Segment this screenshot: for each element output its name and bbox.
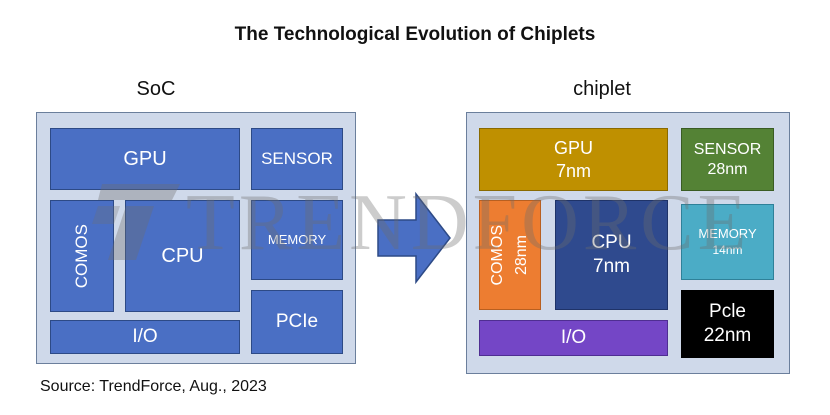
chiplet-sensor-node: 28nm [707,160,748,178]
soc-io-block: I/O [50,320,240,354]
source-caption: Source: TrendForce, Aug., 2023 [40,378,267,395]
chiplet-io-block: I/O [479,320,668,356]
soc-comos-label: COMOS [72,223,92,289]
chiplet-cpu-label: CPU [591,232,632,254]
chiplet-memory-block: MEMORY 14nm [681,204,774,280]
chiplet-sensor-label: SENSOR [693,140,762,158]
chiplet-comos-block: COMOS 28nm [479,200,541,310]
chiplet-heading: chiplet [573,78,631,100]
chiplet-gpu-label: GPU [553,138,593,158]
soc-memory-label: MEMORY [267,231,327,247]
chiplet-pcie-node: 22nm [703,325,752,346]
soc-gpu-label: GPU [123,147,167,170]
soc-gpu-block: GPU [50,128,240,190]
chiplet-comos-label: COMOS [489,224,506,286]
soc-sensor-block: SENSOR [251,128,343,190]
chiplet-cpu-node: 7nm [593,256,630,277]
chiplet-pcie-block: Pcle 22nm [681,290,774,358]
soc-cpu-block: CPU [125,200,240,312]
soc-io-label: I/O [132,326,158,348]
soc-heading: SoC [136,78,176,100]
chiplet-comos-node: 28nm [513,234,530,276]
chiplet-gpu-node: 7nm [555,160,591,181]
soc-memory-block: MEMORY [251,200,343,280]
chiplet-memory-node: 14nm [712,242,743,257]
right-arrow-icon [377,191,451,285]
trendforce-logo-icon [92,184,180,260]
soc-pcie-block: PCIe [251,290,343,354]
soc-pcie-label: PCIe [275,311,319,333]
chiplet-memory-label: MEMORY [698,226,757,242]
chiplet-sensor-block: SENSOR 28nm [681,128,774,191]
chiplet-pcie-label: Pcle [709,301,746,323]
chiplet-cpu-block: CPU 7nm [555,200,668,310]
soc-comos-block: COMOS [50,200,114,312]
chiplet-io-label: I/O [560,327,587,349]
soc-cpu-label: CPU [161,244,204,267]
soc-sensor-label: SENSOR [261,149,333,169]
diagram-title: The Technological Evolution of Chiplets [234,24,596,45]
chiplet-gpu-block: GPU 7nm [479,128,668,191]
